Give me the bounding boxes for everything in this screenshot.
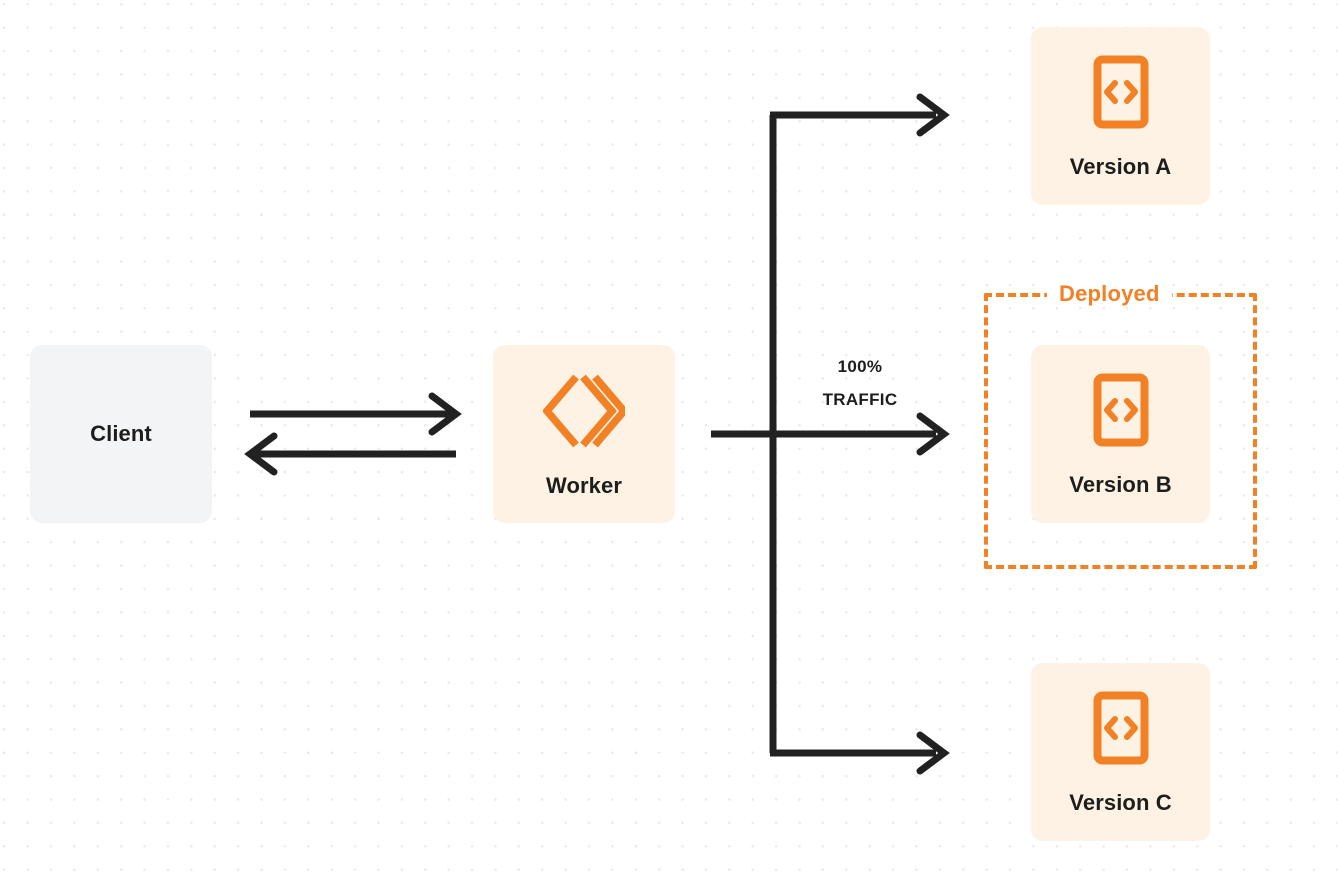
traffic-caption: TRAFFIC: [822, 390, 898, 409]
node-client[interactable]: Client: [30, 345, 212, 523]
connector-client-to-worker: [250, 392, 462, 436]
connector-worker-to-version-a: [770, 93, 950, 137]
connector-worker-to-version-c: [770, 731, 950, 775]
node-client-label: Client: [90, 421, 152, 446]
code-file-icon: [1093, 691, 1149, 770]
node-version-a-label: Version A: [1069, 153, 1172, 179]
node-version-a[interactable]: Version A: [1031, 27, 1210, 205]
deployed-label: Deployed: [1047, 283, 1172, 305]
node-worker-label: Worker: [546, 472, 622, 498]
node-version-b-label: Version B: [1069, 471, 1172, 497]
cloudflare-workers-logo-icon: [542, 372, 629, 455]
node-worker[interactable]: Worker: [493, 345, 675, 523]
node-version-c-label: Version C: [1069, 789, 1172, 815]
traffic-label: 100% TRAFFIC: [790, 350, 930, 416]
node-version-b[interactable]: Version B: [1031, 345, 1210, 523]
connector-worker-to-client: [244, 432, 456, 476]
code-file-icon: [1093, 373, 1149, 452]
traffic-percent: 100%: [837, 357, 883, 376]
code-file-icon: [1093, 55, 1149, 134]
node-version-c[interactable]: Version C: [1031, 663, 1210, 841]
connector-worker-to-version-b: [711, 412, 950, 456]
